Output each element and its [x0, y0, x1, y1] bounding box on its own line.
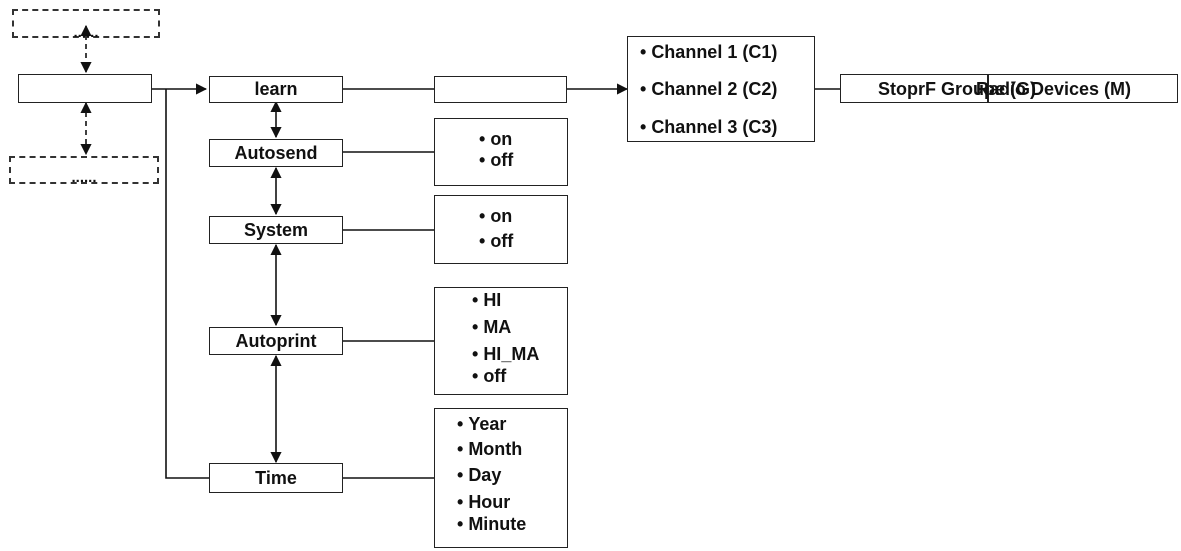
ellipsis-box-bottom[interactable]: ......: [9, 156, 159, 186]
channel-2-item[interactable]: Channel 2 (C2): [640, 79, 777, 99]
group-label: StoprF Groupe (G): [878, 79, 1036, 99]
menu-item-autoprint[interactable]: Autoprint: [209, 327, 343, 355]
learn-blank-box[interactable]: [434, 76, 567, 103]
autosend-option-on[interactable]: on: [479, 129, 512, 149]
menu-item-autosend[interactable]: Autosend: [209, 139, 343, 167]
devices-label: Radio Devices (M): [976, 79, 1132, 99]
channels-box: Channel 1 (C1) Channel 2 (C2) Channel 3 …: [627, 36, 815, 142]
menu-item-time[interactable]: Time: [209, 463, 343, 493]
ellipsis-top: ......: [73, 24, 99, 41]
ellipsis-bottom: ......: [71, 169, 97, 186]
system-option-on[interactable]: on: [479, 206, 512, 226]
channel-1-item[interactable]: Channel 1 (C1): [640, 42, 777, 62]
time-option-hour[interactable]: Hour: [457, 492, 510, 512]
menu-item-system[interactable]: System: [209, 216, 343, 244]
channel-3-item[interactable]: Channel 3 (C3): [640, 117, 777, 137]
autoprint-option-off[interactable]: off: [472, 366, 506, 386]
ellipsis-box-top[interactable]: ......: [12, 9, 160, 41]
system-option-off[interactable]: off: [479, 231, 513, 251]
group-box[interactable]: StoprF Groupe (G): [840, 74, 1036, 103]
system-options-box: on off: [434, 195, 568, 264]
root-box[interactable]: [18, 74, 152, 103]
autosend-options-box: on off: [434, 118, 568, 186]
time-option-year[interactable]: Year: [457, 414, 506, 434]
time-option-minute[interactable]: Minute: [457, 514, 526, 534]
autoprint-option-hi[interactable]: HI: [472, 290, 501, 310]
autoprint-option-ma[interactable]: MA: [472, 317, 511, 337]
autosend-option-off[interactable]: off: [479, 150, 513, 170]
autoprint-options-box: HI MA HI_MA off: [434, 287, 568, 395]
time-option-month[interactable]: Month: [457, 439, 522, 459]
time-options-box: Year Month Day Hour Minute: [434, 408, 568, 548]
time-option-day[interactable]: Day: [457, 465, 501, 485]
root-to-time-line: [165, 89, 209, 479]
devices-box[interactable]: Radio Devices (M): [976, 74, 1178, 103]
autoprint-option-hi-ma[interactable]: HI_MA: [472, 344, 539, 364]
menu-item-learn[interactable]: learn: [209, 76, 343, 103]
